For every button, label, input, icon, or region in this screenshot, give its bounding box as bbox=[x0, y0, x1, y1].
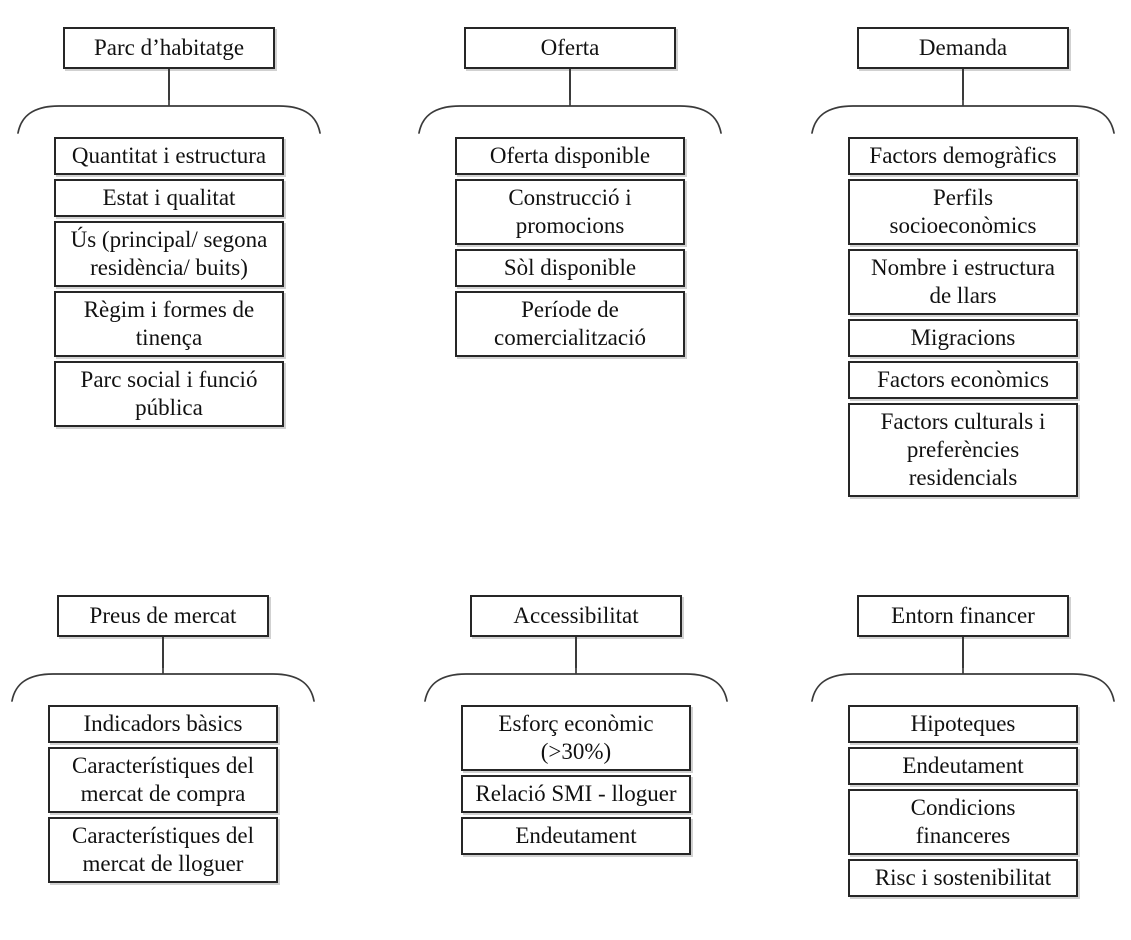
group-title-box: Entorn financer bbox=[857, 595, 1069, 637]
group-title-box: Preus de mercat bbox=[57, 595, 269, 637]
item-box: Oferta disponible bbox=[455, 137, 685, 175]
item-box: Període de comercialització bbox=[455, 291, 685, 357]
item-box: Sòl disponible bbox=[455, 249, 685, 287]
item-box: Hipoteques bbox=[848, 705, 1078, 743]
item-list: Quantitat i estructura Estat i qualitat … bbox=[54, 137, 284, 427]
connector-line bbox=[575, 637, 577, 668]
brace-icon bbox=[11, 668, 315, 702]
group-title: Preus de mercat bbox=[89, 603, 237, 628]
connector-line bbox=[962, 69, 964, 100]
connector-line bbox=[569, 69, 571, 100]
item-box: Règim i formes de tinença bbox=[54, 291, 284, 357]
group-title-box: Oferta bbox=[464, 27, 676, 69]
item-box: Factors culturals i preferències residen… bbox=[848, 403, 1078, 497]
item-box: Endeutament bbox=[461, 817, 691, 855]
brace-icon bbox=[424, 668, 728, 702]
brace-icon bbox=[811, 100, 1115, 134]
item-list: Esforç econòmic (>30%) Relació SMI - llo… bbox=[461, 705, 691, 855]
item-box: Condicions financeres bbox=[848, 789, 1078, 855]
item-list: Oferta disponible Construcció i promocio… bbox=[455, 137, 685, 357]
group-demanda: Demanda Factors demogràfics Perfils soci… bbox=[808, 27, 1118, 497]
connector-line bbox=[162, 637, 164, 668]
item-list: Factors demogràfics Perfils socioeconòmi… bbox=[848, 137, 1078, 497]
item-box: Indicadors bàsics bbox=[48, 705, 278, 743]
item-box: Parc social i funció pública bbox=[54, 361, 284, 427]
brace-icon bbox=[811, 668, 1115, 702]
brace-icon bbox=[17, 100, 321, 134]
item-box: Endeutament bbox=[848, 747, 1078, 785]
item-list: Indicadors bàsics Característiques del m… bbox=[48, 705, 278, 883]
group-title-box: Accessibilitat bbox=[470, 595, 682, 637]
group-accessibilitat: Accessibilitat Esforç econòmic (>30%) Re… bbox=[421, 595, 731, 855]
item-list: Hipoteques Endeutament Condicions financ… bbox=[848, 705, 1078, 897]
item-box: Quantitat i estructura bbox=[54, 137, 284, 175]
group-title: Demanda bbox=[918, 35, 1008, 60]
item-box: Característiques del mercat de compra bbox=[48, 747, 278, 813]
item-box: Factors econòmics bbox=[848, 361, 1078, 399]
item-box: Relació SMI - lloguer bbox=[461, 775, 691, 813]
item-box: Nombre i estructura de llars bbox=[848, 249, 1078, 315]
item-box: Migracions bbox=[848, 319, 1078, 357]
item-box: Risc i sostenibilitat bbox=[848, 859, 1078, 897]
item-box: Ús (principal/ segona residència/ buits) bbox=[54, 221, 284, 287]
group-title: Entorn financer bbox=[891, 603, 1035, 628]
group-oferta: Oferta Oferta disponible Construcció i p… bbox=[415, 27, 725, 357]
item-box: Construcció i promocions bbox=[455, 179, 685, 245]
group-title-box: Demanda bbox=[857, 27, 1069, 69]
item-box: Estat i qualitat bbox=[54, 179, 284, 217]
item-box: Perfils socioeconòmics bbox=[848, 179, 1078, 245]
group-title: Oferta bbox=[540, 35, 600, 60]
item-box: Factors demogràfics bbox=[848, 137, 1078, 175]
item-box: Característiques del mercat de lloguer bbox=[48, 817, 278, 883]
group-title: Parc d’habitatge bbox=[93, 35, 245, 60]
group-title-box: Parc d’habitatge bbox=[63, 27, 275, 69]
brace-icon bbox=[418, 100, 722, 134]
group-title: Accessibilitat bbox=[513, 603, 639, 628]
connector-line bbox=[168, 69, 170, 100]
item-box: Esforç econòmic (>30%) bbox=[461, 705, 691, 771]
connector-line bbox=[962, 637, 964, 668]
group-parc-dhabitatge: Parc d’habitatge Quantitat i estructura … bbox=[14, 27, 324, 427]
group-preus-de-mercat: Preus de mercat Indicadors bàsics Caract… bbox=[8, 595, 318, 883]
group-entorn-financer: Entorn financer Hipoteques Endeutament C… bbox=[808, 595, 1118, 897]
